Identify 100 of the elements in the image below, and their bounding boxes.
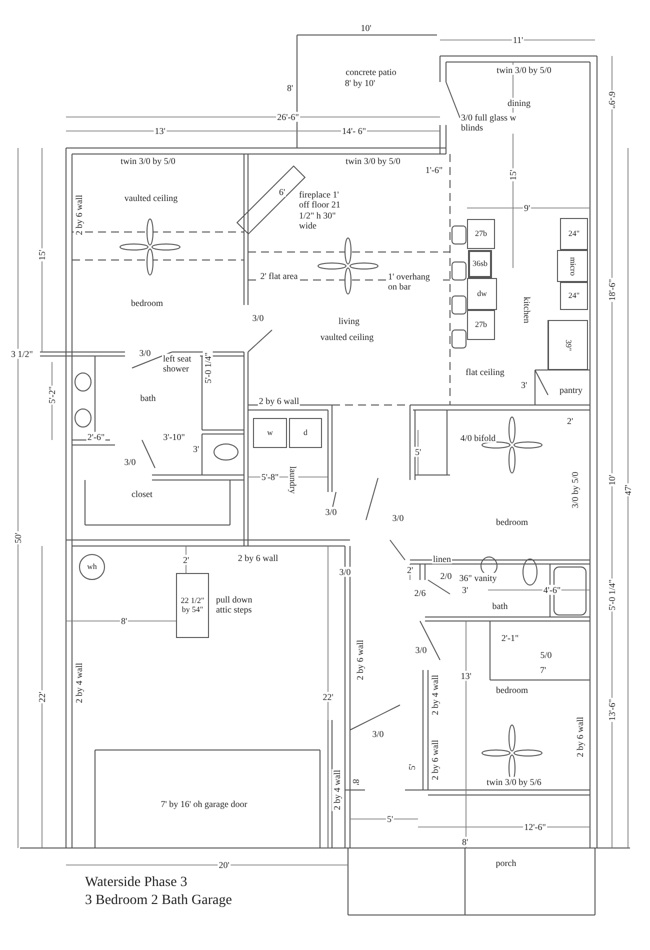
dimension-label: 50' [12, 532, 24, 544]
note-label: 3/0 [338, 566, 352, 578]
dimension-label: 8' [460, 836, 470, 848]
note-label: 3/0 [251, 312, 265, 324]
room-label: bedroom [495, 516, 529, 528]
note-label: 2 by 6 wall [354, 638, 366, 682]
dimension-label: 2' [182, 554, 190, 566]
note-label: twin 3/0 by 5/0 [120, 156, 176, 166]
note-label: concrete patio [344, 66, 398, 78]
room-label: closet [130, 488, 154, 500]
appliance-box [467, 219, 495, 249]
note-label: 36" vanity [458, 572, 498, 584]
appliance-label: 24" [568, 230, 580, 238]
note-label: 2 by 4 wall [74, 662, 84, 704]
dimension-label: 8' [120, 616, 128, 626]
dimension-label: 11' [512, 34, 524, 46]
note-label: 2 by 6 wall [236, 552, 280, 564]
room-label: linen [432, 554, 452, 564]
dimension-label: 8' [350, 778, 362, 786]
dimension-label: 7' [538, 664, 548, 676]
room-label: bedroom [495, 684, 529, 696]
dimension-label: 15' [508, 168, 518, 182]
note-label: 7' by 16' oh garage door [160, 798, 248, 810]
note-label: 2/0 [439, 570, 453, 582]
dimension-label: 13'-6" [606, 698, 618, 722]
note-label: 1' overhang on bar [387, 272, 441, 292]
dimension-label: 10' [360, 22, 372, 34]
room-label: bath [139, 392, 157, 404]
note-label: 2 by 4 wall [430, 674, 440, 716]
room-label: laundry [288, 465, 298, 495]
room-label: dining [506, 98, 532, 108]
note-label: twin 3/0 by 5/0 [496, 64, 552, 76]
appliance-box [289, 418, 322, 448]
dimension-label: 6'-9" [606, 90, 618, 110]
note-label: 3/0 by 5/0 [570, 470, 580, 510]
dimension-label: 18'-6" [606, 278, 618, 302]
water-heater-circle [79, 554, 105, 580]
dimension-label: 4'-6" [542, 584, 562, 596]
dimension-label: 9' [522, 202, 532, 214]
appliance-label: 27b [475, 320, 487, 330]
appliance-label: micro [568, 256, 577, 276]
room-label: vaulted ceiling [123, 192, 179, 204]
room-label: bedroom [130, 298, 164, 308]
dimension-label: 3' [520, 380, 528, 390]
dimension-label: 5'-0 1/4" [202, 351, 214, 385]
dimension-label: 26'-6" [276, 112, 300, 122]
note-label: left seat shower [162, 354, 200, 374]
appliance-box [560, 218, 588, 250]
dimension-label: 5'-8" [260, 472, 280, 482]
appliance-label: dw [477, 290, 487, 298]
dimension-label: 12'-6" [523, 822, 547, 832]
dimension-label: 3'-10" [162, 432, 186, 442]
dimension-label: 14'- 6" [340, 126, 368, 136]
note-label: 3/0 [138, 348, 152, 358]
note-label: 2 by 6 wall [258, 396, 300, 406]
dimension-label: 3 1/2" [10, 348, 34, 360]
appliance-box [557, 250, 588, 282]
note-label: 2/6 [413, 588, 427, 598]
note-label: 3/0 [371, 728, 385, 740]
note-label: 2 by 6 wall [74, 194, 84, 236]
room-label: porch [494, 858, 518, 868]
appliance-label: w [267, 428, 273, 438]
appliance-label: 24" [568, 292, 580, 300]
dimension-label: 2' [566, 416, 574, 426]
appliance-box [467, 278, 497, 310]
note-label: 2 by 4 wall [332, 768, 342, 812]
dimension-label: 5'-2" [46, 385, 58, 405]
note-label: 3/0 [324, 506, 338, 518]
note-label: twin 3/0 by 5/0 [344, 156, 402, 166]
note-label: 2 by 6 wall [574, 716, 586, 758]
appliance-box [548, 320, 588, 370]
dimension-label: 5' [406, 762, 418, 772]
appliance-box [560, 282, 588, 310]
dimension-label: 15' [36, 248, 48, 262]
appliance-box [467, 310, 495, 340]
dimension-label: 2'-1" [500, 632, 520, 644]
dimension-label: 13' [460, 670, 472, 682]
sink-box [468, 250, 492, 278]
dimension-label: 2'-6" [86, 432, 106, 442]
plan-caption: 3 Bedroom 2 Bath Garage [85, 893, 232, 909]
dimension-label: 6' [278, 186, 286, 198]
room-label: vaulted ceiling [319, 332, 375, 342]
appliance-box [176, 573, 209, 638]
dimension-label: 2' [406, 564, 414, 576]
plan-title: Waterside Phase 3 [85, 875, 188, 891]
dimension-label: 5' [414, 446, 422, 458]
room-label: bath [491, 600, 509, 612]
dimension-label: 3' [460, 584, 470, 596]
dimension-label: 5'-0 1/4" [606, 578, 618, 612]
note-label: 2' flat area [259, 270, 299, 282]
dimension-label: 47' [622, 484, 634, 496]
dimension-label: 1'-6" [424, 164, 444, 176]
room-label: pantry [558, 384, 584, 396]
appliance-box [253, 418, 287, 448]
note-label: 3/0 [391, 512, 405, 524]
appliance-label: wh [87, 562, 97, 572]
note-label: 3/0 [414, 644, 428, 656]
dimension-label: 22' [36, 690, 48, 704]
dimension-label: 13' [154, 126, 166, 136]
note-label: 5/0 [539, 650, 553, 660]
